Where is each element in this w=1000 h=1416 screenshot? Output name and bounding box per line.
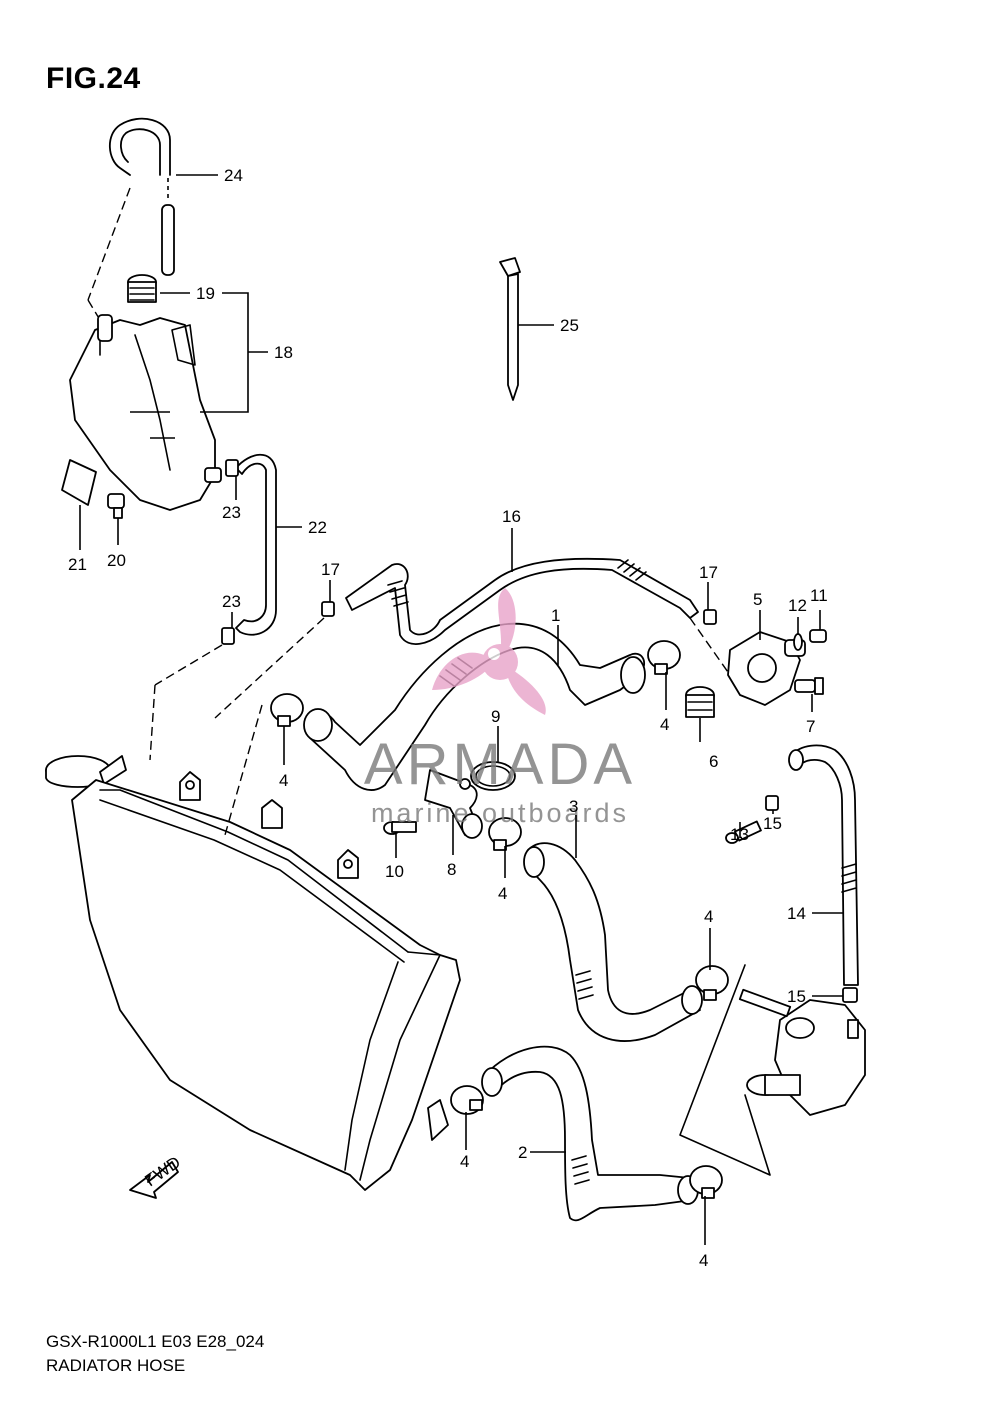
callout-17-right: 17 — [699, 563, 718, 582]
thermostat-6 — [685, 686, 715, 718]
callout-4-hose2-left: 4 — [460, 1152, 469, 1171]
callout-18: 18 — [274, 343, 293, 362]
watermark-tagline: marine outboards — [371, 798, 629, 828]
callout-13: 13 — [730, 825, 749, 844]
callout-21: 21 — [68, 555, 87, 574]
water-pump-housing — [738, 988, 866, 1116]
callout-14: 14 — [787, 904, 806, 923]
callout-23-lower: 23 — [222, 592, 241, 611]
leader-dash — [87, 187, 131, 301]
callout-8: 8 — [447, 860, 456, 879]
hose-14 — [788, 744, 859, 986]
watermark-brand: ARMADA — [364, 732, 636, 797]
clamp-4-hose1-right — [647, 640, 681, 675]
thermostat-cover-5 — [727, 631, 806, 706]
callout-3: 3 — [569, 797, 578, 816]
clamp-15-upper — [765, 795, 779, 811]
callout-16: 16 — [502, 507, 521, 526]
callout-6: 6 — [709, 752, 718, 771]
clamp-4-hose1-left — [270, 693, 304, 727]
callout-15-upper: 15 — [763, 814, 782, 833]
hose-fitting-8 — [424, 769, 483, 839]
reservoir-cap-19 — [127, 274, 157, 303]
reservoir-tank-18 — [69, 314, 222, 511]
callout-10: 10 — [385, 862, 404, 881]
bolt-10 — [383, 821, 417, 835]
assembly-bracket-line — [679, 964, 771, 1176]
callout-4-hose1-right: 4 — [660, 715, 669, 734]
radiator-hose-2 — [481, 1045, 699, 1222]
clamp-4-hose3-bottom — [695, 965, 729, 1001]
clamp-4-hose2-right — [689, 1165, 723, 1199]
radiator-hose-3 — [523, 842, 703, 1042]
bolt-13 — [725, 820, 762, 844]
propeller-logo-icon — [432, 588, 546, 715]
callout-4-hose2-right: 4 — [699, 1251, 708, 1270]
callout-1: 1 — [551, 606, 560, 625]
breather-hose-24 — [108, 117, 175, 276]
figure-title: FIG.24 — [46, 62, 141, 95]
callout-4-hose3-bottom: 4 — [704, 907, 713, 926]
callout-12: 12 — [788, 596, 807, 615]
callout-15-lower: 15 — [787, 987, 806, 1006]
callout-17-left: 17 — [321, 560, 340, 579]
reservoir-hose-22 — [235, 453, 277, 636]
callout-11: 11 — [810, 586, 828, 605]
washer-12 — [793, 633, 803, 651]
callout-7: 7 — [806, 717, 815, 736]
cushion-21 — [61, 459, 97, 506]
callout-25: 25 — [560, 316, 579, 335]
fwd-arrow-icon: FWD — [129, 1153, 184, 1199]
callout-4-hose1-left: 4 — [279, 771, 288, 790]
callouts: 24 19 18 23 21 20 22 23 17 16 17 25 1 5 … — [68, 166, 843, 1270]
clamp-15-lower — [842, 987, 858, 1003]
clamp-17-right — [703, 609, 717, 625]
clamp-17-left — [321, 601, 335, 617]
callout-23-upper: 23 — [222, 503, 241, 522]
callout-22: 22 — [308, 518, 327, 537]
model-code-label: GSX-R1000L1 E03 E28_024 — [46, 1332, 265, 1351]
callout-20: 20 — [107, 551, 126, 570]
cable-tie-25 — [499, 257, 521, 401]
callout-2: 2 — [518, 1143, 527, 1162]
callout-9: 9 — [491, 707, 500, 726]
o-ring-9 — [470, 761, 516, 791]
callout-4-hose3-top: 4 — [498, 884, 507, 903]
section-name-label: RADIATOR HOSE — [46, 1356, 186, 1375]
bolt-7 — [794, 677, 824, 695]
radiator-hose-1 — [303, 622, 646, 791]
clamp-4-hose2-left — [450, 1085, 484, 1115]
clamp-23-upper — [225, 459, 239, 477]
clamp-23-lower — [221, 627, 235, 645]
callout-5: 5 — [753, 590, 762, 609]
radiator — [45, 755, 461, 1191]
bypass-hose-16 — [345, 557, 699, 645]
callout-24: 24 — [224, 166, 243, 185]
callout-19: 19 — [196, 284, 215, 303]
bolt-11 — [809, 629, 827, 643]
bolt-20 — [107, 493, 125, 519]
